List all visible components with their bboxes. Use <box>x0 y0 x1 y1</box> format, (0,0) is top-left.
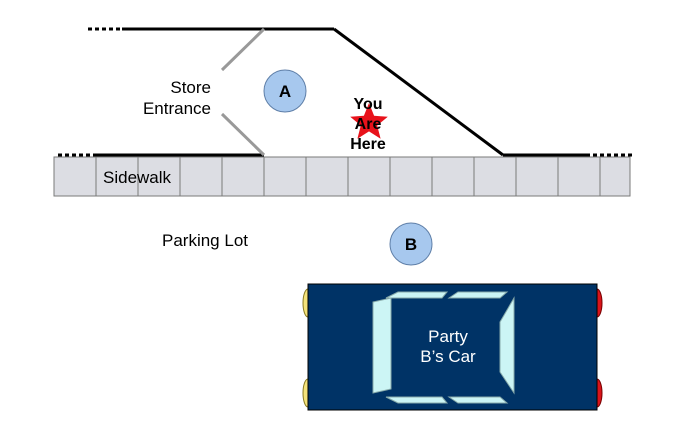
sidewalk: Sidewalk <box>53 156 631 197</box>
wall-diagonal <box>333 27 504 157</box>
car-windshield <box>372 297 392 394</box>
marker-b-label: B <box>405 235 417 254</box>
sidewalk-joints <box>95 157 601 196</box>
car-label-line2: B’s Car <box>420 347 476 366</box>
you-are-here-line2: Are <box>355 116 382 133</box>
store-entrance <box>220 27 266 157</box>
you-are-here-line3: Here <box>350 136 386 153</box>
car-side-window-top-rear <box>447 291 509 299</box>
car-body <box>307 283 598 411</box>
car-side-window-top-front <box>385 291 449 299</box>
marker-a-circle <box>263 69 307 113</box>
store-outline <box>58 27 632 157</box>
car-label-line1: Party <box>428 327 468 346</box>
parking-lot-label: Parking Lot <box>162 231 248 250</box>
store-entrance-label-line1: Store <box>170 78 211 97</box>
star-icon <box>350 103 388 139</box>
marker-a-label: A <box>279 82 291 101</box>
sidewalk-strip <box>53 156 631 197</box>
sidewalk-label: Sidewalk <box>103 168 172 187</box>
marker-a: A <box>263 69 307 113</box>
marker-b: B <box>389 222 433 266</box>
entrance-line-top <box>220 27 266 72</box>
you-are-here-line1: You <box>353 96 382 113</box>
marker-b-circle <box>389 222 433 266</box>
store-entrance-label-line2: Entrance <box>143 99 211 118</box>
you-are-here-marker: You Are Here <box>350 96 388 153</box>
party-b-car: Party B’s Car <box>302 283 603 411</box>
car-rear-window <box>499 296 515 395</box>
car-side-window-bottom-front <box>385 396 449 404</box>
entrance-line-bottom <box>220 112 266 157</box>
car-side-window-bottom-rear <box>447 396 509 404</box>
